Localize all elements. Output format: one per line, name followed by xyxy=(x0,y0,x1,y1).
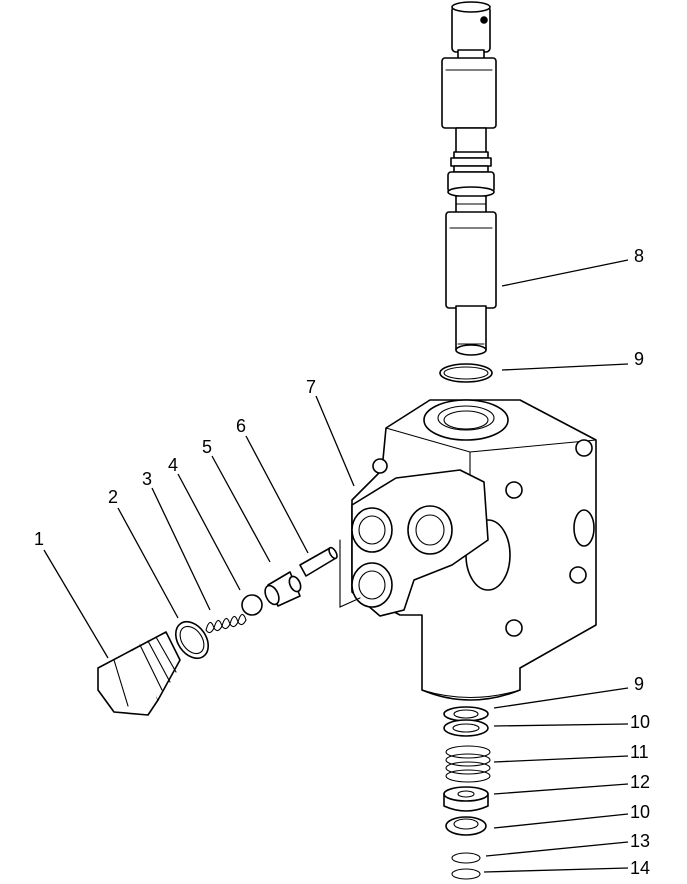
snap-ring-14 xyxy=(451,868,481,880)
poppet-part xyxy=(264,571,302,607)
callout-5: 5 xyxy=(202,437,212,457)
callout-12: 12 xyxy=(630,772,650,792)
callout-9-lower: 9 xyxy=(634,674,644,694)
check-ball xyxy=(241,594,263,616)
spring-11 xyxy=(445,745,491,783)
callout-8: 8 xyxy=(634,246,644,266)
pin-part xyxy=(299,546,338,577)
spring-small xyxy=(205,613,247,634)
callout-6: 6 xyxy=(236,416,246,436)
leader-lines xyxy=(43,259,629,873)
callout-2: 2 xyxy=(108,487,118,507)
washer-9-lower xyxy=(443,706,489,722)
snap-ring-13 xyxy=(451,852,481,864)
callout-10-upper: 10 xyxy=(630,712,650,732)
callout-1: 1 xyxy=(34,529,44,549)
callout-13: 13 xyxy=(630,831,650,851)
retainer-12 xyxy=(443,786,489,812)
plug-part xyxy=(97,631,181,716)
spool-part xyxy=(441,1,497,356)
callout-3: 3 xyxy=(142,469,152,489)
callout-7: 7 xyxy=(306,377,316,397)
callout-labels: 1 2 3 4 5 6 7 8 9 9 10 11 12 10 13 14 xyxy=(34,246,650,878)
callout-11: 11 xyxy=(630,742,649,762)
seal-10-lower xyxy=(445,816,487,836)
callout-14: 14 xyxy=(630,858,650,878)
callout-4: 4 xyxy=(168,455,178,475)
o-ring-upper xyxy=(439,363,493,383)
seal-10-upper xyxy=(443,719,489,737)
o-ring-plug xyxy=(174,620,210,660)
callout-10-lower: 10 xyxy=(630,802,650,822)
valve-body xyxy=(339,399,597,701)
callout-9-upper: 9 xyxy=(634,349,644,369)
